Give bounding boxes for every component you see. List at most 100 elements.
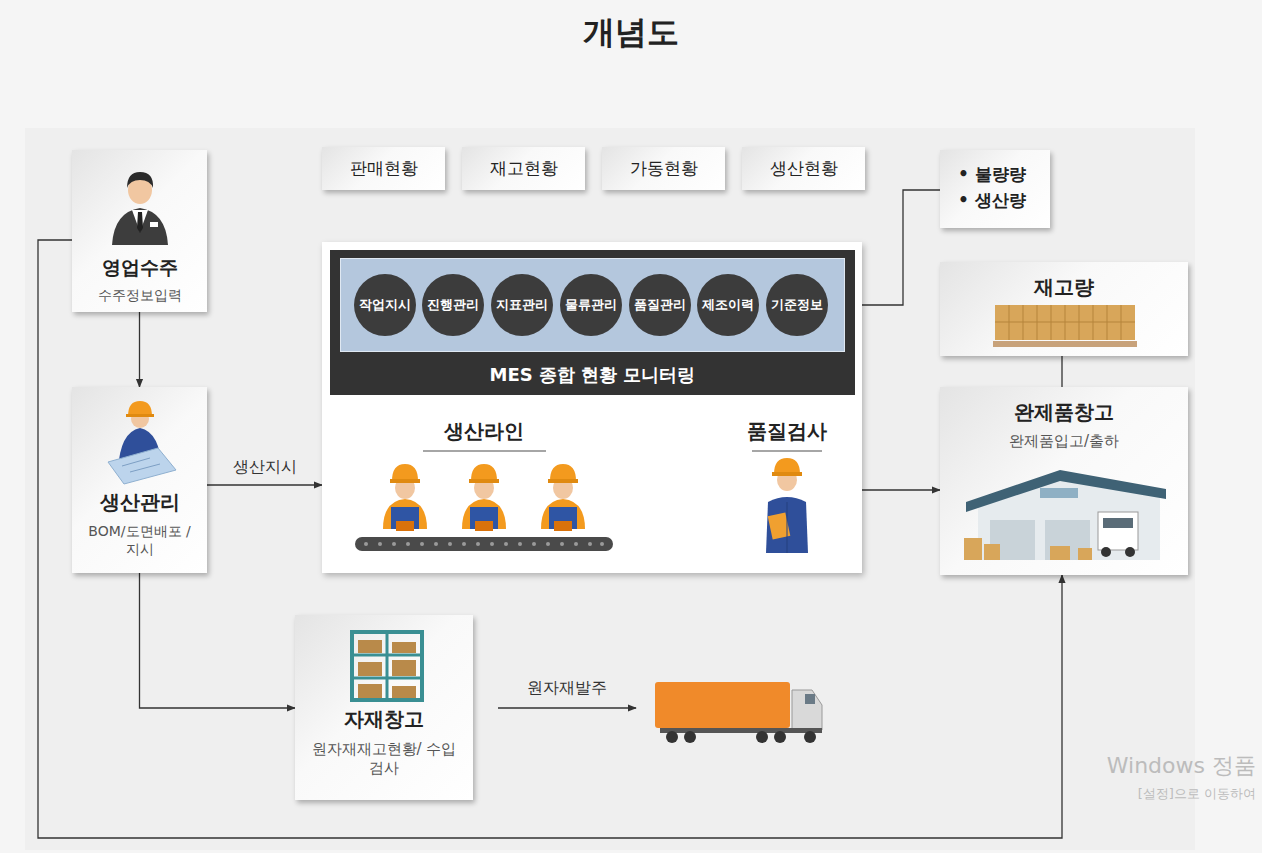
node-heading: 품질관리 xyxy=(629,297,691,313)
node-heading: 재고량 xyxy=(940,275,1188,300)
function-circle: 기준정보 xyxy=(766,274,828,336)
production-line-illustration xyxy=(476,542,480,546)
production-line-illustration xyxy=(448,542,452,546)
node-body: 원자재재고현황/ 수입검사 xyxy=(310,740,458,778)
background-panel xyxy=(25,128,1195,850)
salesperson-icon xyxy=(150,222,158,227)
node-heading: 기준정보 xyxy=(766,297,828,313)
production-line-illustration xyxy=(588,542,592,546)
node-heading: 가동현황 xyxy=(602,158,725,179)
material-shelf-illustration xyxy=(358,684,382,698)
node-heading: 생산현황 xyxy=(742,158,865,179)
inspector-illustration xyxy=(774,458,800,474)
salesperson-icon xyxy=(112,208,168,245)
production-line-illustration xyxy=(490,542,494,546)
connector-arrow xyxy=(862,489,940,490)
truck-illustration xyxy=(756,731,768,743)
node-heading: 영업수주 xyxy=(72,256,207,280)
label-anchor: Windows 정품 xyxy=(1107,752,1256,780)
production-line-illustration xyxy=(355,537,613,551)
production-line-illustration xyxy=(560,542,564,546)
node-body: 품질검사 xyxy=(742,419,832,444)
truck-illustration xyxy=(684,731,696,743)
inspector-illustration xyxy=(772,472,802,476)
material-shelf-illustration xyxy=(358,662,382,676)
node-body: 완제품입고/출하 xyxy=(940,432,1188,451)
process-box: 생산관리BOM/도면배포 /지시 xyxy=(72,387,207,573)
order-arrow xyxy=(498,707,636,708)
inspector-illustration xyxy=(766,497,808,553)
function-circle: 물류관리 xyxy=(560,274,622,336)
process-box: 재고량 xyxy=(940,262,1188,356)
engineer-icon xyxy=(126,414,154,417)
section-underline xyxy=(752,450,822,452)
connector-arrow xyxy=(862,190,940,305)
function-circle: 지표관리 xyxy=(491,274,553,336)
diagram-title: 개념도 xyxy=(0,12,1262,52)
warehouse-illustration xyxy=(990,520,1035,560)
warehouse-illustration xyxy=(1098,512,1138,550)
process-box: 판매현황 xyxy=(322,147,445,190)
engineer-icon xyxy=(131,410,149,428)
engineer-icon xyxy=(122,458,160,472)
production-line-illustration xyxy=(364,542,604,546)
production-line-illustration xyxy=(541,464,585,531)
process-box: 재고현황 xyxy=(462,147,585,190)
production-line-illustration xyxy=(462,542,466,546)
truck-illustration xyxy=(666,731,678,743)
node-heading: 완제품창고 xyxy=(940,400,1188,425)
production-line-illustration xyxy=(392,542,396,546)
salesperson-icon xyxy=(132,210,148,232)
salesperson-icon xyxy=(112,172,168,245)
process-box: 영업수주수주정보입력 xyxy=(72,150,207,312)
engineer-icon xyxy=(118,428,162,470)
production-line-illustration xyxy=(546,542,550,546)
node-heading: 자재창고 xyxy=(295,707,473,732)
process-box: 자재창고원자재재고현황/ 수입검사 xyxy=(295,615,473,800)
warehouse-illustration xyxy=(1050,546,1070,560)
material-shelf-illustration xyxy=(358,640,382,653)
warehouse-illustration xyxy=(964,470,1166,560)
production-line-illustration xyxy=(600,542,604,546)
production-line-illustration xyxy=(383,464,427,531)
process-box: 생산현황 xyxy=(742,147,865,190)
monitoring-band: MES 종합 현황 모니터링작업지시진행관리지표관리물류관리품질관리제조이력기준… xyxy=(330,250,855,395)
node-heading: 진행관리 xyxy=(422,297,484,313)
warehouse-illustration xyxy=(978,479,1160,560)
process-box: 가동현황 xyxy=(602,147,725,190)
watermark-text: Windows 정품 xyxy=(1107,752,1256,780)
node-body: BOM/도면배포 /지시 xyxy=(82,523,197,558)
material-shelf-illustration xyxy=(392,686,416,698)
stock-pallet-illustration xyxy=(995,305,1135,340)
node-body: 수주정보입력 xyxy=(72,287,207,305)
node-heading: 재고현황 xyxy=(462,158,585,179)
connector-arrow xyxy=(140,573,296,708)
function-circle: 진행관리 xyxy=(422,274,484,336)
warehouse-illustration xyxy=(1045,520,1090,560)
node-heading: 판매현황 xyxy=(322,158,445,179)
production-line-illustration xyxy=(420,542,424,546)
edge-label-anchor: 생산지시 xyxy=(215,457,315,477)
truck-illustration xyxy=(660,728,822,733)
production-line-illustration xyxy=(378,542,382,546)
salesperson-icon xyxy=(127,172,153,188)
inspector-illustration xyxy=(777,469,797,491)
title-anchor: 개념도 xyxy=(0,12,1262,52)
warehouse-illustration xyxy=(966,470,1166,512)
section-underline xyxy=(423,450,546,452)
truck-illustration xyxy=(805,694,815,704)
production-line-illustration xyxy=(364,542,368,546)
production-line-illustration xyxy=(355,464,613,551)
connector-arrow xyxy=(139,312,140,387)
salesperson-icon xyxy=(137,212,143,233)
stock-pallet-illustration xyxy=(995,305,1135,340)
production-line-illustration xyxy=(462,464,506,531)
process-box: 완제품창고완제품입고/출하 xyxy=(940,387,1188,575)
warehouse-illustration xyxy=(964,538,982,560)
process-box: • 불량량• 생산량 xyxy=(940,150,1050,228)
warehouse-illustration xyxy=(1103,518,1133,528)
inspector-illustration xyxy=(787,502,788,553)
material-shelf-illustration xyxy=(392,660,416,676)
connector-arrow xyxy=(1061,356,1062,387)
node-heading: 물류관리 xyxy=(560,297,622,313)
